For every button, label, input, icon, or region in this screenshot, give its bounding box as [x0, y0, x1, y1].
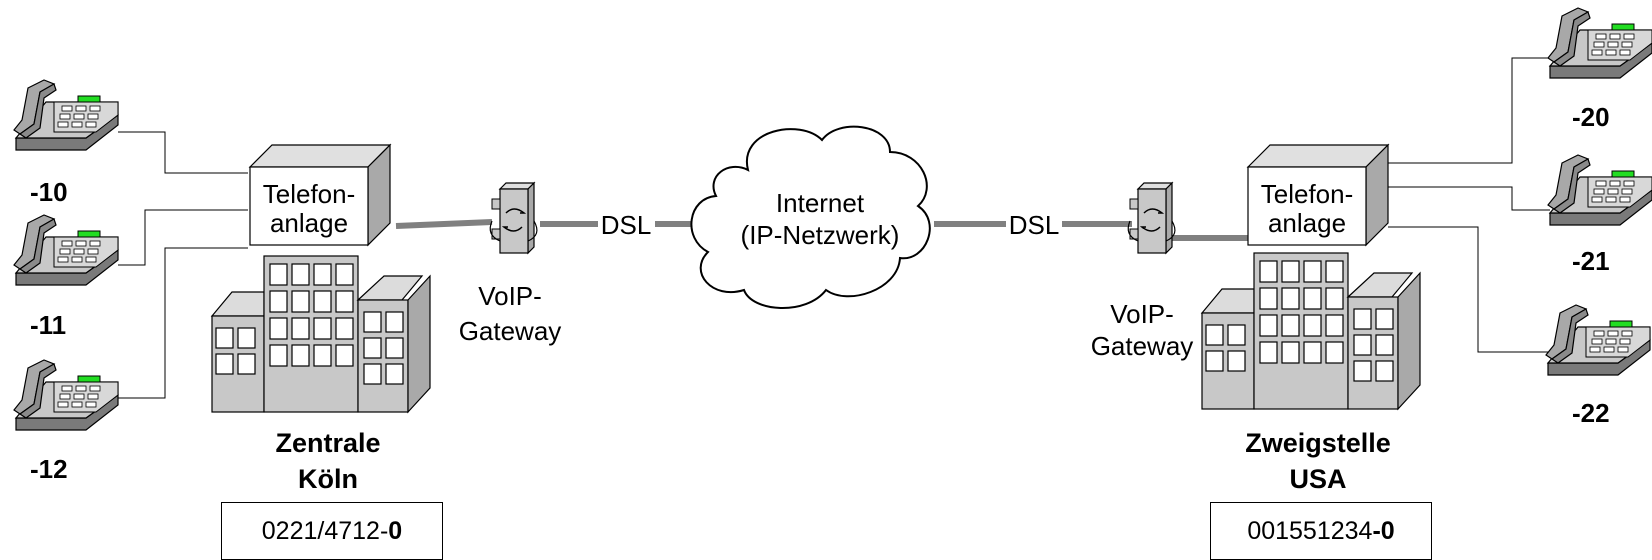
- dsl-label-right: DSL: [1009, 210, 1060, 240]
- cloud-label-line1: Internet: [776, 188, 865, 218]
- central-number-suffix: 0: [388, 516, 403, 545]
- branch-number-suffix: -0: [1372, 516, 1395, 545]
- branch-phone-number: 001551234-0: [1210, 502, 1432, 560]
- extension-11: -11: [30, 310, 66, 340]
- extension-12: -12: [30, 454, 68, 484]
- branch-pbx-label-line1: Telefon-: [1261, 179, 1354, 209]
- branch-site-name-line2: USA: [1289, 464, 1346, 494]
- central-site-name-line1: Zentrale: [275, 428, 380, 458]
- phone-line-21: [1388, 186, 1550, 211]
- phone-line-22: [1388, 226, 1578, 353]
- branch-building-icon: [1201, 252, 1421, 410]
- central-phone-number: 0221/4712-0: [221, 502, 443, 560]
- link-pbx-gateway-left: [395, 219, 493, 229]
- cloud-label-line2: (IP-Netzwerk): [741, 220, 900, 250]
- central-site-name-line2: Köln: [298, 464, 358, 494]
- phone-line-10: [118, 131, 248, 174]
- gateway-left-label-line2: Gateway: [459, 316, 562, 346]
- internet-cloud-icon: [690, 125, 931, 309]
- gateway-right-label-line1: VoIP-: [1110, 299, 1174, 329]
- phone-22-icon: [1545, 304, 1651, 376]
- phone-line-11: [118, 209, 248, 266]
- phone-line-20: [1388, 57, 1550, 164]
- central-building-icon: [211, 255, 431, 413]
- extension-22: -22: [1572, 398, 1610, 428]
- central-number-prefix: 0221/4712-: [261, 516, 389, 545]
- gateway-right-icon: [1127, 182, 1176, 254]
- extension-21: -21: [1572, 246, 1610, 276]
- phone-21-icon: [1547, 154, 1652, 226]
- dsl-label-left: DSL: [601, 210, 652, 240]
- gateway-left-icon: [489, 182, 538, 254]
- phone-11-icon: [13, 214, 119, 286]
- central-pbx-label-line2: anlage: [270, 208, 348, 238]
- phone-10-icon: [13, 79, 119, 151]
- central-pbx-label-line1: Telefon-: [263, 179, 356, 209]
- extension-20: -20: [1572, 102, 1610, 132]
- phone-20-icon: [1547, 7, 1652, 79]
- extension-10: -10: [30, 177, 68, 207]
- phone-12-icon: [13, 359, 119, 431]
- branch-number-prefix: 001551234: [1247, 516, 1373, 545]
- gateway-right-label-line2: Gateway: [1091, 331, 1194, 361]
- branch-site-name-line1: Zweigstelle: [1245, 428, 1391, 458]
- gateway-left-label-line1: VoIP-: [478, 281, 542, 311]
- branch-pbx-label-line2: anlage: [1268, 208, 1346, 238]
- phone-line-12: [118, 247, 248, 399]
